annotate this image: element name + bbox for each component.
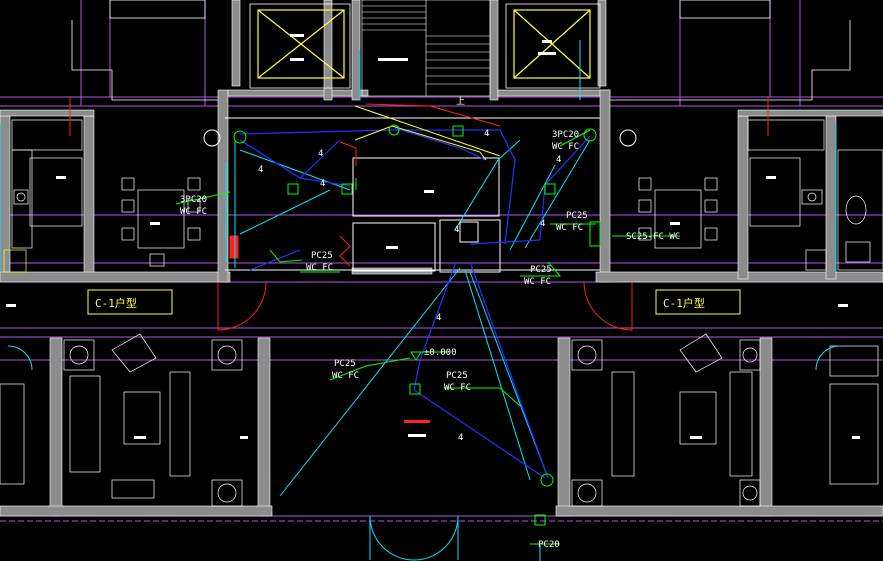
top-walls [71, 0, 851, 101]
annotation-a7-sub: WC FC [444, 383, 471, 393]
furniture [0, 119, 883, 507]
left-unit-label: C-1户型 [95, 296, 137, 310]
wire-count-7: 4 [436, 313, 441, 323]
annotation-a7: PC25 [446, 371, 468, 381]
annotation-a1: 3PC20 [180, 195, 207, 205]
wire-count-6: 4 [540, 219, 545, 229]
annotation-a8: PC20 [538, 540, 560, 550]
conduits [0, 40, 837, 497]
switch-boxes [203, 124, 637, 526]
red-lines [69, 96, 769, 267]
staircase [361, 0, 491, 97]
doors [217, 281, 633, 331]
walls [0, 0, 883, 517]
wire-count-3: 4 [320, 179, 325, 189]
annotation-a6: PC25 [334, 359, 356, 369]
annotation-a4: PC25 [311, 251, 333, 261]
annotation-a5: PC25 [530, 265, 552, 275]
wire-count-8: 4 [458, 433, 463, 443]
annotation-a1-sub: WC FC [180, 207, 207, 217]
elevator-shafts [257, 9, 591, 79]
wire-count-4: 4 [484, 129, 489, 139]
axis-lines [0, 0, 883, 522]
wire-count-2: 4 [258, 165, 263, 175]
annotation-a3: PC25 [566, 211, 588, 221]
wire-count-5: 4 [556, 155, 561, 165]
annotation-a6-sub: WC FC [332, 371, 359, 381]
elevation-label: ±0.000 [424, 348, 457, 358]
annotation-a9: SC25-FC WC [626, 232, 680, 242]
room-label-marks [6, 34, 860, 439]
annotation-a5-sub: WC FC [524, 277, 551, 287]
wire-count-9: 4 [454, 225, 459, 235]
wiring [239, 127, 591, 479]
right-unit-label: C-1户型 [663, 296, 705, 310]
entry-doors [7, 345, 841, 561]
stair-up-label: 上 [456, 96, 465, 107]
core-rooms [225, 117, 600, 273]
annotation-a4-sub: WC FC [306, 263, 333, 273]
unit-tags [87, 289, 741, 315]
annotation-a2: 3PC20 [552, 130, 579, 140]
leaders [175, 105, 680, 545]
elevation-marker [410, 351, 450, 361]
annotation-a2-sub: WC FC [552, 142, 579, 152]
wire-count-1: 4 [318, 149, 323, 159]
annotation-a3-sub: WC FC [556, 223, 583, 233]
